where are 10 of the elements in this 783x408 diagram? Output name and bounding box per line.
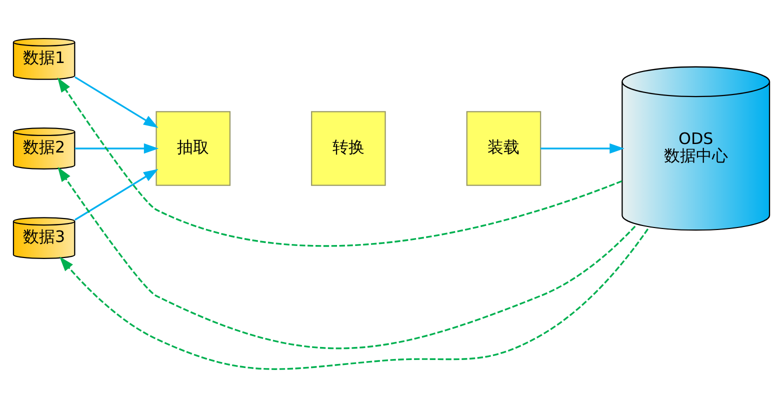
- arrow: [74, 143, 159, 154]
- arrow: [60, 228, 649, 370]
- arrow: [540, 143, 624, 154]
- node-box: 转换: [311, 111, 386, 186]
- node-box: 装载: [466, 111, 542, 186]
- arrow: [58, 166, 636, 350]
- arrow: [74, 76, 158, 128]
- arrow: [57, 77, 622, 247]
- node-box: 抽取: [156, 111, 231, 186]
- arrow: [74, 169, 158, 221]
